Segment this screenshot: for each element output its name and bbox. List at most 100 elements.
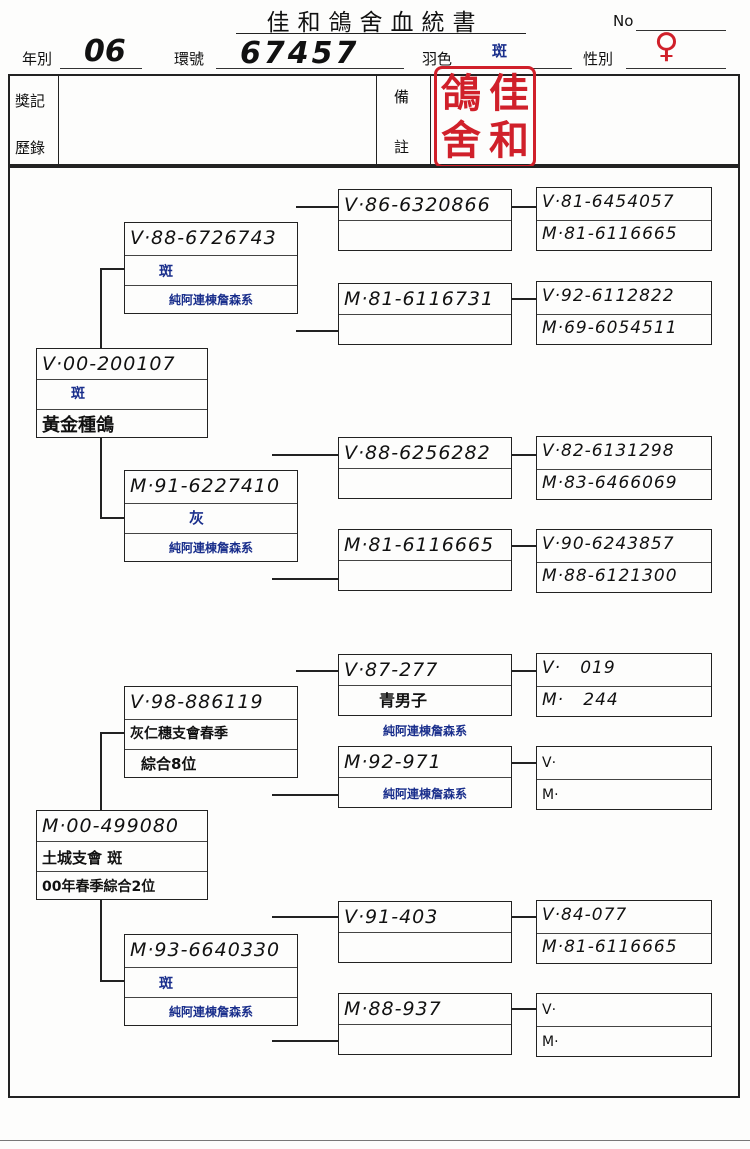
g4-box-5: V· 019 M· 244	[536, 653, 712, 717]
connector-line	[272, 794, 338, 796]
sex-value: ♀	[654, 26, 679, 66]
number-field-line	[636, 30, 726, 31]
connector-line	[272, 1040, 338, 1042]
g4-sire-6: V·	[542, 755, 557, 771]
g4-dam-3: M·83-6466069	[542, 473, 678, 493]
g4-box-8: V· M·	[536, 993, 712, 1057]
g4-box-2: V·92-6112822 M·69-6054511	[536, 281, 712, 345]
color-label: 羽色	[422, 50, 453, 68]
g4-dam-8: M·	[542, 1034, 559, 1050]
g3-box-4: M·81-6116665	[338, 529, 512, 591]
g4-sire-5: V· 019	[542, 658, 616, 678]
connector-line	[511, 206, 537, 208]
g4-sire-7: V·84-077	[542, 905, 628, 925]
year-value: 06	[84, 34, 126, 69]
g4-box-3: V·82-6131298 M·83-6466069	[536, 436, 712, 500]
dam-dam-ring: M·93-6640330	[130, 939, 281, 961]
g3-ring-1: V·86-6320866	[344, 194, 491, 216]
dam-sire-note-2: 綜合8位	[141, 755, 197, 773]
record-divider	[58, 75, 59, 165]
pedigree-frame	[8, 166, 740, 1098]
g4-sire-3: V·82-6131298	[542, 441, 675, 461]
connector-line	[100, 980, 124, 982]
ring-label: 環號	[174, 50, 205, 68]
dam-dam-color: 斑	[159, 976, 173, 992]
dam-note-1: 土城支會 斑	[42, 849, 123, 867]
dam-dam-box: M·93-6640330 斑 純阿連棟詹森系	[124, 934, 298, 1026]
dam-note-2: 00年春季綜合2位	[42, 879, 156, 895]
connector-line	[100, 437, 102, 517]
connector-line	[296, 670, 338, 672]
g3-ring-4: M·81-6116665	[344, 534, 495, 556]
sire-sire-box: V·88-6726743 斑 純阿連棟詹森系	[124, 222, 298, 314]
connector-line	[100, 268, 124, 270]
connector-line	[296, 330, 338, 332]
connector-line	[100, 268, 102, 348]
g3-box-7: V·91-403	[338, 901, 512, 963]
g4-dam-1: M·81-6116665	[542, 224, 678, 244]
awards-label-1: 獎記	[15, 92, 46, 110]
sire-note: 黃金種鴿	[42, 415, 114, 436]
g4-sire-2: V·92-6112822	[542, 286, 675, 306]
connector-line	[100, 517, 124, 519]
connector-line	[100, 732, 124, 734]
g4-dam-2: M·69-6054511	[542, 318, 678, 338]
g3-box-3: V·88-6256282	[338, 437, 512, 499]
document-title: 佳和鴿舍血統書	[266, 10, 484, 36]
connector-line	[511, 454, 537, 456]
sire-color: 斑	[71, 386, 85, 402]
awards-label-2: 歷錄	[15, 139, 46, 157]
sire-sire-color: 斑	[159, 264, 173, 280]
year-label: 年別	[22, 50, 53, 68]
remarks-label-2: 註	[394, 138, 410, 156]
dam-sire-note-1: 灰仁穗支會春季	[130, 726, 228, 742]
number-label: No	[613, 12, 634, 30]
color-value: 斑	[492, 42, 508, 60]
sire-dam-box: M·91-6227410 灰 純阿連棟詹森系	[124, 470, 298, 562]
remarks-divider-right	[430, 75, 431, 165]
connector-line	[272, 454, 338, 456]
g4-dam-4: M·88-6121300	[542, 566, 678, 586]
ring-underline	[216, 68, 404, 69]
sire-ring: V·00-200107	[42, 353, 176, 375]
g3-box-6: M·92-971 純阿連棟詹森系	[338, 746, 512, 808]
ring-value: 67457	[240, 36, 360, 71]
connector-line	[296, 206, 338, 208]
sire-sire-line: 純阿連棟詹森系	[168, 293, 253, 307]
sire-dam-line: 純阿連棟詹森系	[168, 541, 253, 555]
g4-sire-8: V·	[542, 1002, 557, 1018]
g4-sire-4: V·90-6243857	[542, 534, 675, 554]
sex-label: 性別	[583, 50, 614, 68]
year-underline	[60, 68, 142, 69]
connector-line	[511, 298, 537, 300]
g4-box-4: V·90-6243857 M·88-6121300	[536, 529, 712, 593]
g4-sire-1: V·81-6454057	[542, 192, 675, 212]
remarks-divider-left	[376, 75, 377, 165]
g3-box-8: M·88-937	[338, 993, 512, 1055]
sex-underline	[626, 68, 726, 69]
g3-ring-8: M·88-937	[344, 998, 442, 1020]
g3-ring-2: M·81-6116731	[344, 288, 495, 310]
title-underline	[236, 33, 526, 34]
loft-seal-stamp: 鴿佳 舍和	[434, 66, 536, 168]
remarks-label-1: 備	[394, 88, 410, 106]
sire-dam-color: 灰	[189, 509, 205, 527]
g4-box-6: V· M·	[536, 746, 712, 810]
record-box	[8, 74, 740, 166]
sire-box: V·00-200107 斑 黃金種鴿	[36, 348, 208, 438]
connector-line	[511, 670, 537, 672]
g4-box-1: V·81-6454057 M·81-6116665	[536, 187, 712, 251]
g3-line-5: 純阿連棟詹森系	[382, 724, 467, 738]
g3-ring-6: M·92-971	[344, 751, 442, 773]
g3-ring-5: V·87-277	[344, 659, 439, 681]
page-edge-line	[0, 1140, 750, 1141]
connector-line	[511, 916, 537, 918]
g3-ring-3: V·88-6256282	[344, 442, 491, 464]
dam-sire-ring: V·98-886119	[130, 691, 264, 713]
g4-dam-6: M·	[542, 787, 559, 803]
g3-box-1: V·86-6320866	[338, 189, 512, 251]
g3-box-2: M·81-6116731	[338, 283, 512, 345]
dam-dam-line: 純阿連棟詹森系	[168, 1005, 253, 1019]
g3-line-6: 純阿連棟詹森系	[382, 787, 467, 801]
connector-line	[100, 900, 102, 980]
